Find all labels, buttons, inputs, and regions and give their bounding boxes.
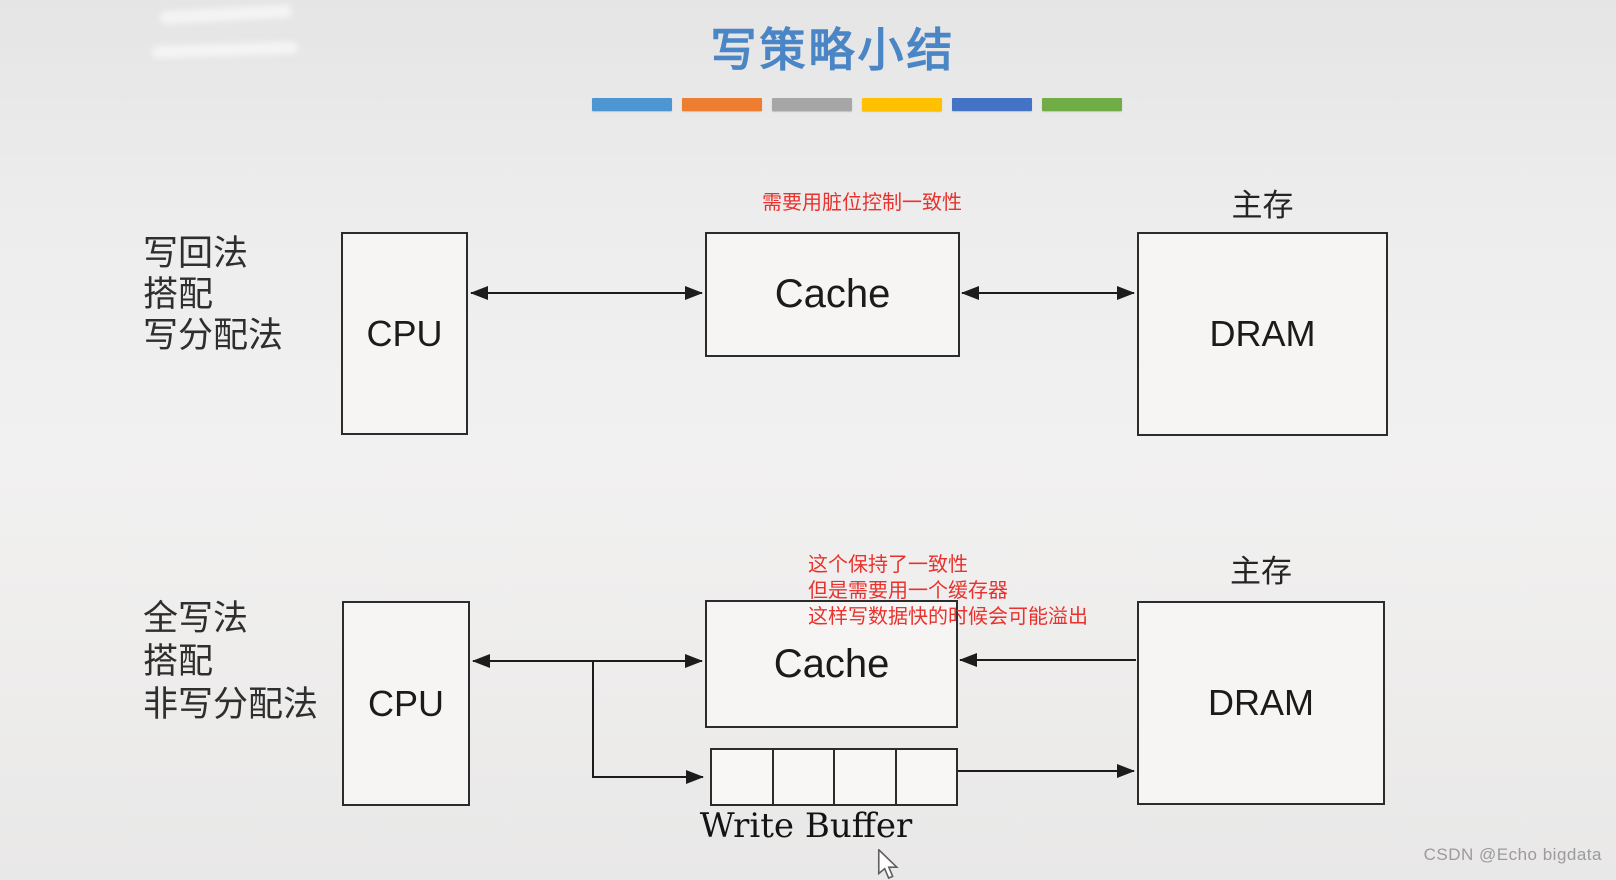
slide-title: 写策略小结	[710, 23, 956, 77]
title-underline-bar	[772, 98, 852, 111]
writeback-method-label: 写回法 搭配 写分配法	[143, 234, 283, 357]
mouse-cursor-icon	[877, 849, 899, 880]
write-buffer-cell	[774, 750, 835, 804]
write-buffer-cell	[712, 750, 774, 804]
method-line: 写回法	[143, 234, 249, 274]
title-underline-bar	[952, 98, 1032, 111]
top-cache-box: Cache	[705, 232, 960, 357]
write-buffer-cell	[835, 750, 897, 804]
write-buffer-annotation: 这个保持了一致性 但是需要用一个缓存器 这样写数据快的时候会可能溢出	[808, 552, 1088, 630]
csdn-watermark: CSDN @Echo bigdata	[1423, 845, 1602, 864]
write-buffer-box	[710, 748, 958, 806]
method-line: 写分配法	[143, 316, 284, 356]
annotation-line: 这个保持了一致性	[808, 554, 968, 576]
title-underline-bar	[592, 98, 672, 111]
method-line: 搭配	[143, 642, 214, 682]
dirty-bit-annotation: 需要用脏位控制一致性	[762, 192, 962, 214]
method-line: 搭配	[143, 275, 214, 315]
title-underline-bar	[862, 98, 942, 111]
title-underline-bar	[1042, 98, 1122, 111]
annotation-line: 这样写数据快的时候会可能溢出	[808, 606, 1088, 628]
top-main-memory-label: 主存	[1231, 188, 1294, 224]
top-dram-box: DRAM	[1137, 232, 1388, 436]
bottom-cache-box: Cache	[705, 600, 958, 728]
title-underline-bars	[592, 98, 1122, 111]
top-cpu-box: CPU	[341, 232, 468, 435]
writethrough-method-label: 全写法 搭配 非写分配法	[143, 598, 318, 727]
arrow-cpu-to-write-buffer	[592, 662, 704, 784]
title-underline-bar	[682, 98, 762, 111]
bottom-dram-box: DRAM	[1137, 601, 1385, 805]
write-buffer-label: Write Buffer	[699, 806, 913, 846]
annotation-line: 但是需要用一个缓存器	[808, 580, 1008, 602]
method-line: 非写分配法	[143, 685, 319, 725]
bottom-cpu-box: CPU	[342, 601, 470, 806]
bottom-main-memory-label: 主存	[1230, 554, 1292, 590]
method-line: 全写法	[143, 599, 249, 639]
